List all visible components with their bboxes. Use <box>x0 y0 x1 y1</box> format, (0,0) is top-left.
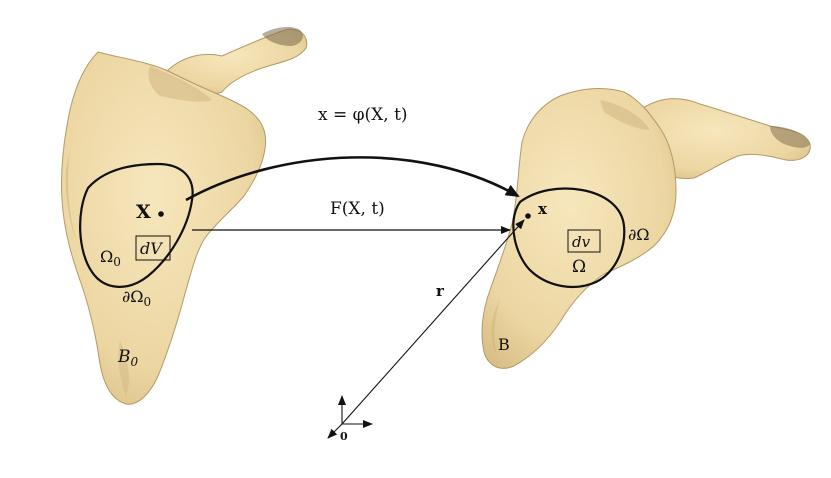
reference-point-dot <box>158 211 164 217</box>
reference-point-label: X <box>136 201 151 223</box>
position-vector-label: r <box>436 282 445 300</box>
reference-region-label: Ω0 <box>100 247 121 269</box>
reference-volume-label: dV <box>140 239 163 258</box>
origin-axes <box>327 395 373 439</box>
reference-body-label: B0 <box>117 347 139 369</box>
reference-region-boundary <box>79 162 194 288</box>
position-vector-arrow <box>341 219 525 425</box>
reference-boundary-label: ∂Ω0 <box>122 287 151 309</box>
current-volume-label: dv <box>572 233 591 251</box>
current-region-boundary <box>512 187 626 289</box>
reference-body-bone <box>60 27 308 405</box>
mapping-arrow <box>185 156 520 202</box>
current-boundary-label: ∂Ω <box>628 225 650 244</box>
current-point-dot <box>525 213 531 219</box>
origin-label: 0 <box>340 430 348 443</box>
current-point-label: x <box>538 200 548 218</box>
deformation-gradient-label: F(X, t) <box>330 199 385 219</box>
current-body-label: B <box>498 335 510 354</box>
reference-volume-box <box>135 235 171 261</box>
current-body-bone <box>481 88 811 369</box>
current-region-label: Ω <box>572 257 586 277</box>
current-volume-box <box>567 229 601 253</box>
mapping-label: x = φ(X, t) <box>318 105 408 125</box>
